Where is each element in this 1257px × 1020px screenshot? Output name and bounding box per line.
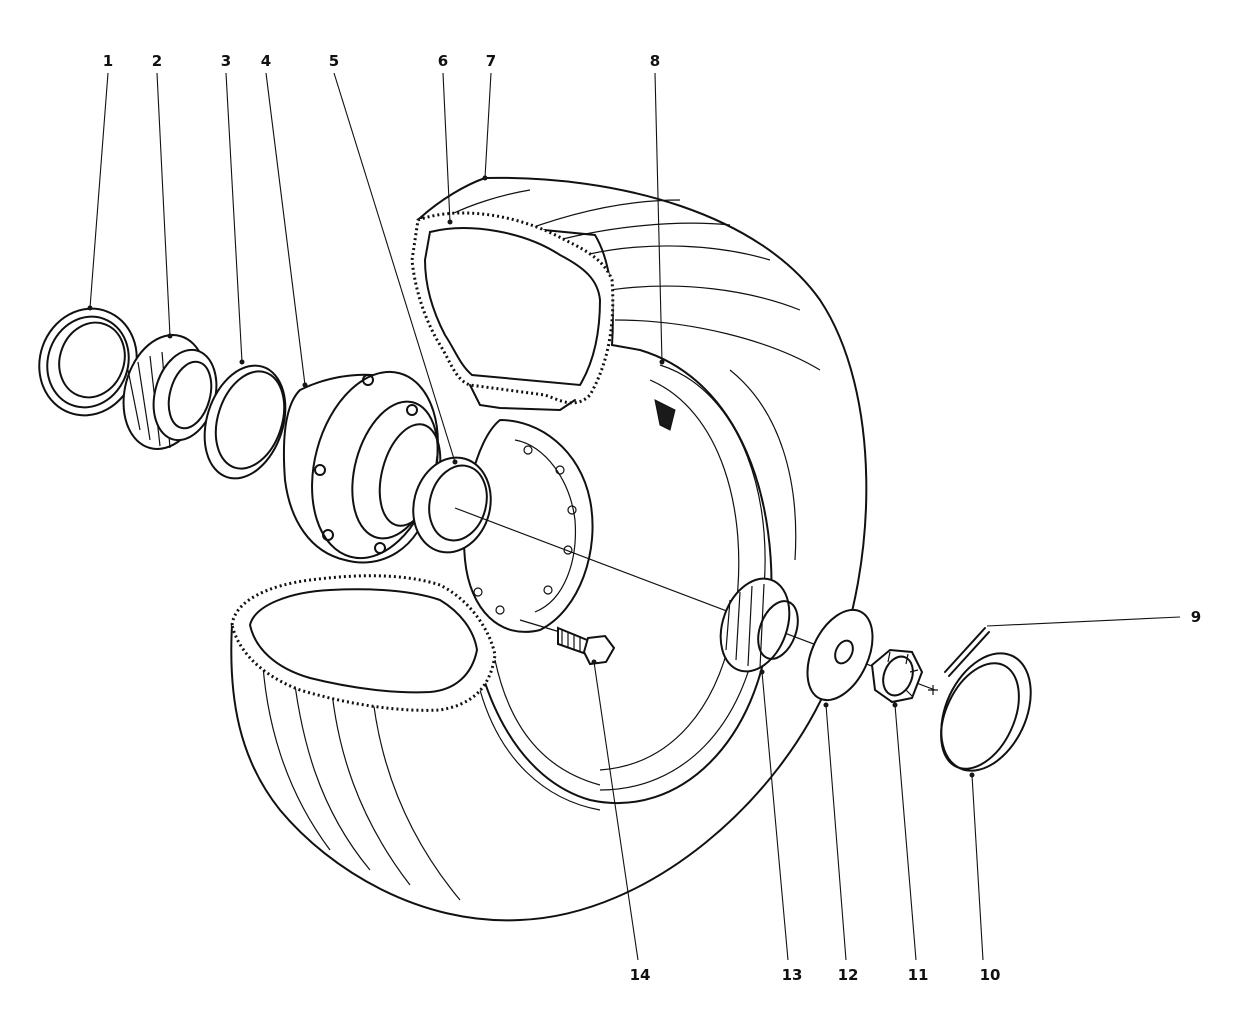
washer bbox=[806, 608, 874, 702]
callout-7: 7 bbox=[486, 52, 496, 70]
leader-lines bbox=[87, 72, 1181, 961]
outer-bearing-cup bbox=[412, 456, 492, 554]
callout-13: 13 bbox=[782, 966, 803, 984]
callout-1: 1 bbox=[103, 52, 113, 70]
hub-cap bbox=[940, 652, 1032, 772]
callout-8: 8 bbox=[650, 52, 660, 70]
inner-bearing bbox=[122, 334, 218, 450]
callout-5: 5 bbox=[329, 52, 339, 70]
callout-12: 12 bbox=[838, 966, 859, 984]
tyre-section-upper bbox=[410, 211, 615, 411]
castle-nut bbox=[870, 648, 924, 704]
cotter-pin bbox=[928, 627, 990, 695]
tyre-section-lower bbox=[230, 574, 497, 712]
callout-2: 2 bbox=[152, 52, 162, 70]
wheel-rim bbox=[463, 399, 676, 633]
wheel-bolt bbox=[557, 626, 616, 666]
callout-9: 9 bbox=[1191, 608, 1201, 626]
callout-labels: 1 2 3 4 5 6 7 8 9 10 11 12 13 14 bbox=[103, 52, 1201, 984]
callout-3: 3 bbox=[221, 52, 231, 70]
callout-11: 11 bbox=[908, 966, 929, 984]
stud-axis-line bbox=[519, 619, 561, 633]
callout-14: 14 bbox=[630, 966, 651, 984]
callout-6: 6 bbox=[438, 52, 448, 70]
callout-10: 10 bbox=[980, 966, 1001, 984]
tyre bbox=[230, 176, 868, 922]
outer-bearing bbox=[719, 577, 799, 673]
wheel-hub bbox=[282, 370, 442, 564]
callout-4: 4 bbox=[261, 52, 271, 70]
bearing-cup bbox=[203, 364, 287, 480]
